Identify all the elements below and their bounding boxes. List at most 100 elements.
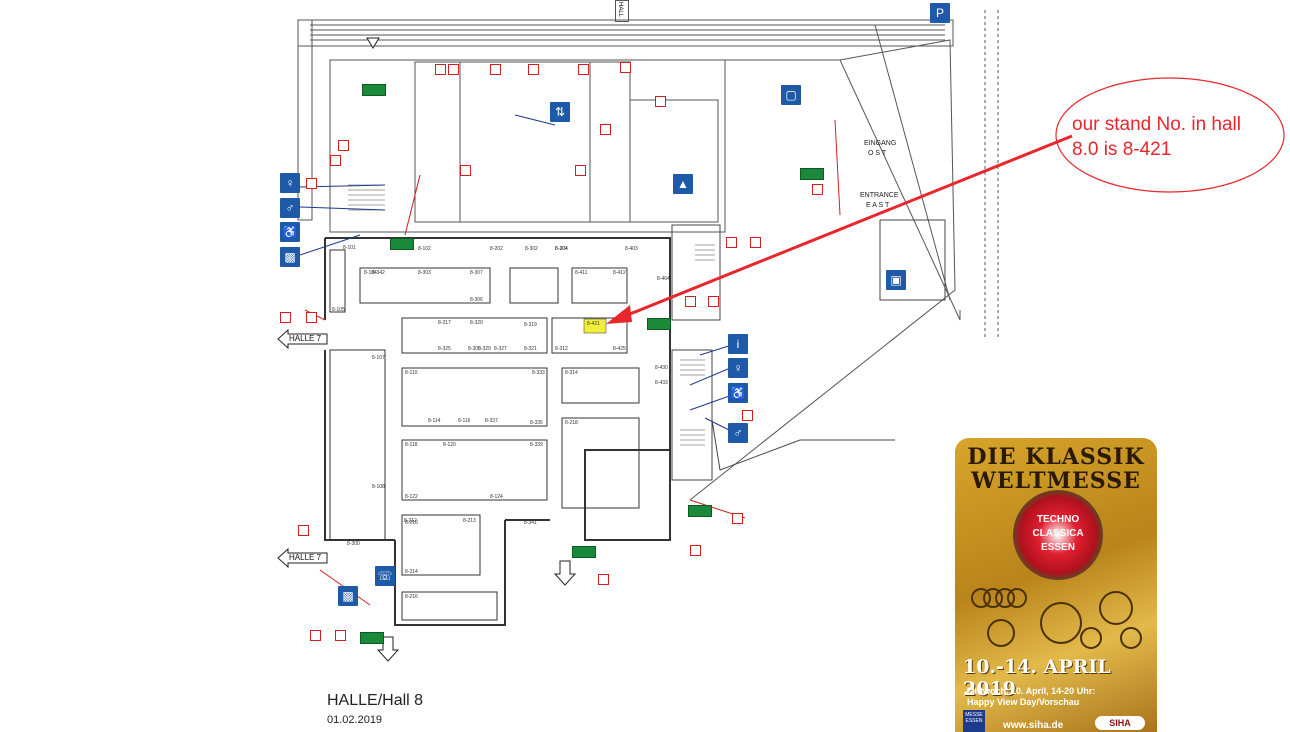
baby-changing-icon: ▩ [280,247,300,267]
parking-icon: P [930,3,950,23]
stand-label: 8-213 [463,518,476,524]
restroom-men-icon: ♂ [280,198,300,218]
fire-extinguisher-icon [460,165,471,176]
atm-icon: ▩ [338,586,358,606]
stand-label: 8-325 [438,346,451,352]
escalator-icon: ⇅ [550,102,570,122]
stand-label: 8-333 [532,370,545,376]
stand-label: 8-412 [613,270,626,276]
stand-label: 8-105 [332,307,345,313]
stand-label: 8-116 [458,418,471,424]
fire-extinguisher-icon [310,630,321,641]
wheelchair-icon: ♿ [280,222,300,242]
halle7-label-bottom: HALLE 7 [289,553,322,562]
fire-extinguisher-icon [335,630,346,641]
stand-label: 8-341 [524,520,537,526]
messe-essen-logo: MESSE ESSEN [963,710,985,732]
down-arrow-icon [554,560,576,586]
messe-essen-text: MESSE ESSEN [965,712,983,724]
callout-line-1: our stand No. in hall [1072,114,1241,135]
flyer-subline-1: Mittwoch, 10. April, 14-20 Uhr: [967,686,1096,696]
callout-ellipse [1055,77,1285,193]
stand-label: 8-319 [524,322,537,328]
stand-label: 8-329 [478,346,491,352]
stand-label: 8-210 [405,520,418,526]
tv-screen-icon: ▢ [781,85,801,105]
fire-extinguisher-icon [575,165,586,176]
stand-8-421-highlight [583,318,607,334]
stand-label: 8-314 [565,370,578,376]
callout-text: our stand No. in hall 8.0 is 8-421 [1072,112,1241,162]
stand-label: 8-312 [555,346,568,352]
stand-label: 8-122 [405,494,418,500]
bus-icon: ▣ [886,270,906,290]
siha-logo: SIHA [1095,716,1145,730]
flyer-dates: 10.-14. APRIL 2019 [963,656,1111,700]
stand-label: 8-107 [372,355,385,361]
stand-label: 8-212 [404,518,417,524]
stand-label: 8-305 [468,346,481,352]
stand-label: 8-320 [470,320,483,326]
stand-label: 8-433 [655,380,668,386]
stand-label: 8-306 [470,297,483,303]
flyer-title-line-2: WELTMESSE [971,468,1141,494]
eingang-ost-label: EINGANG [864,140,897,147]
wheelchair-icon: ♿ [728,383,748,403]
exit-sign-icon [390,238,414,250]
exit-sign-icon [800,168,824,180]
exit-sign-icon [362,84,386,96]
stand-label: 8-411 [575,270,588,276]
stand-label: 8-108 [372,484,385,490]
callout-line-2: 8.0 is 8-421 [1072,139,1172,160]
car-brand-emblems-icon [971,588,1142,649]
stand-label: 8-342 [372,270,385,276]
stand-label: 8-102 [418,246,431,252]
eingang-ost-sub: O S T [868,150,887,157]
stand-label: 8-317 [438,320,451,326]
fire-extinguisher-icon [578,64,589,75]
fire-extinguisher-icon [732,513,743,524]
top-hall-marker: HALL [615,0,629,22]
stand-label: 8-104 [364,270,377,276]
down-arrow-icon [366,37,380,49]
halle7-arrow-top: HALLE 7 [277,328,329,350]
stand-label: 8-430 [655,365,668,371]
fire-extinguisher-icon [726,237,737,248]
fire-extinguisher-icon [490,64,501,75]
fire-extinguisher-icon [338,140,349,151]
stand-label: 8-124 [490,494,503,500]
stand-label: 8-321 [524,346,537,352]
flyer-subline-2: Happy View Day/Vorschau [967,697,1080,707]
halle7-arrow-bottom: HALLE 7 [277,547,329,569]
stand-label: 8-425 [613,346,626,352]
stand-label: 8-421 [587,321,600,327]
exit-sign-icon [360,632,384,644]
stand-label: 8-339 [530,442,543,448]
stand-label: 8-303 [418,270,431,276]
fire-extinguisher-icon [742,410,753,421]
stand-label: 8-204 [555,246,568,252]
flyer-title-line-1: DIE KLASSIK [967,444,1145,470]
fire-extinguisher-icon [685,296,696,307]
fire-extinguisher-icon [655,96,666,107]
seal-line-3: ESSEN [1041,542,1075,553]
stand-label: 8-110 [405,370,418,376]
exit-sign-icon [647,318,671,330]
entrance-east-sub: E A S T [866,202,890,209]
fire-extinguisher-icon [448,64,459,75]
stand-label: 8-403 [625,246,638,252]
fire-extinguisher-icon [306,312,317,323]
stand-label: 8-337 [485,418,498,424]
exit-sign-icon [572,546,596,558]
telephone-icon: ☏ [375,566,395,586]
stand-label: 8-464 [657,276,670,282]
stand-label: 8-302 [525,246,538,252]
info-icon: i [728,334,748,354]
seal-line-1: TECHNO [1036,514,1080,525]
flyer-website: www.siha.de [1003,720,1064,731]
stand-label: 8-101 [343,245,356,251]
fire-extinguisher-icon [690,545,701,556]
restroom-women-icon: ♀ [280,173,300,193]
fire-extinguisher-icon [330,155,341,166]
